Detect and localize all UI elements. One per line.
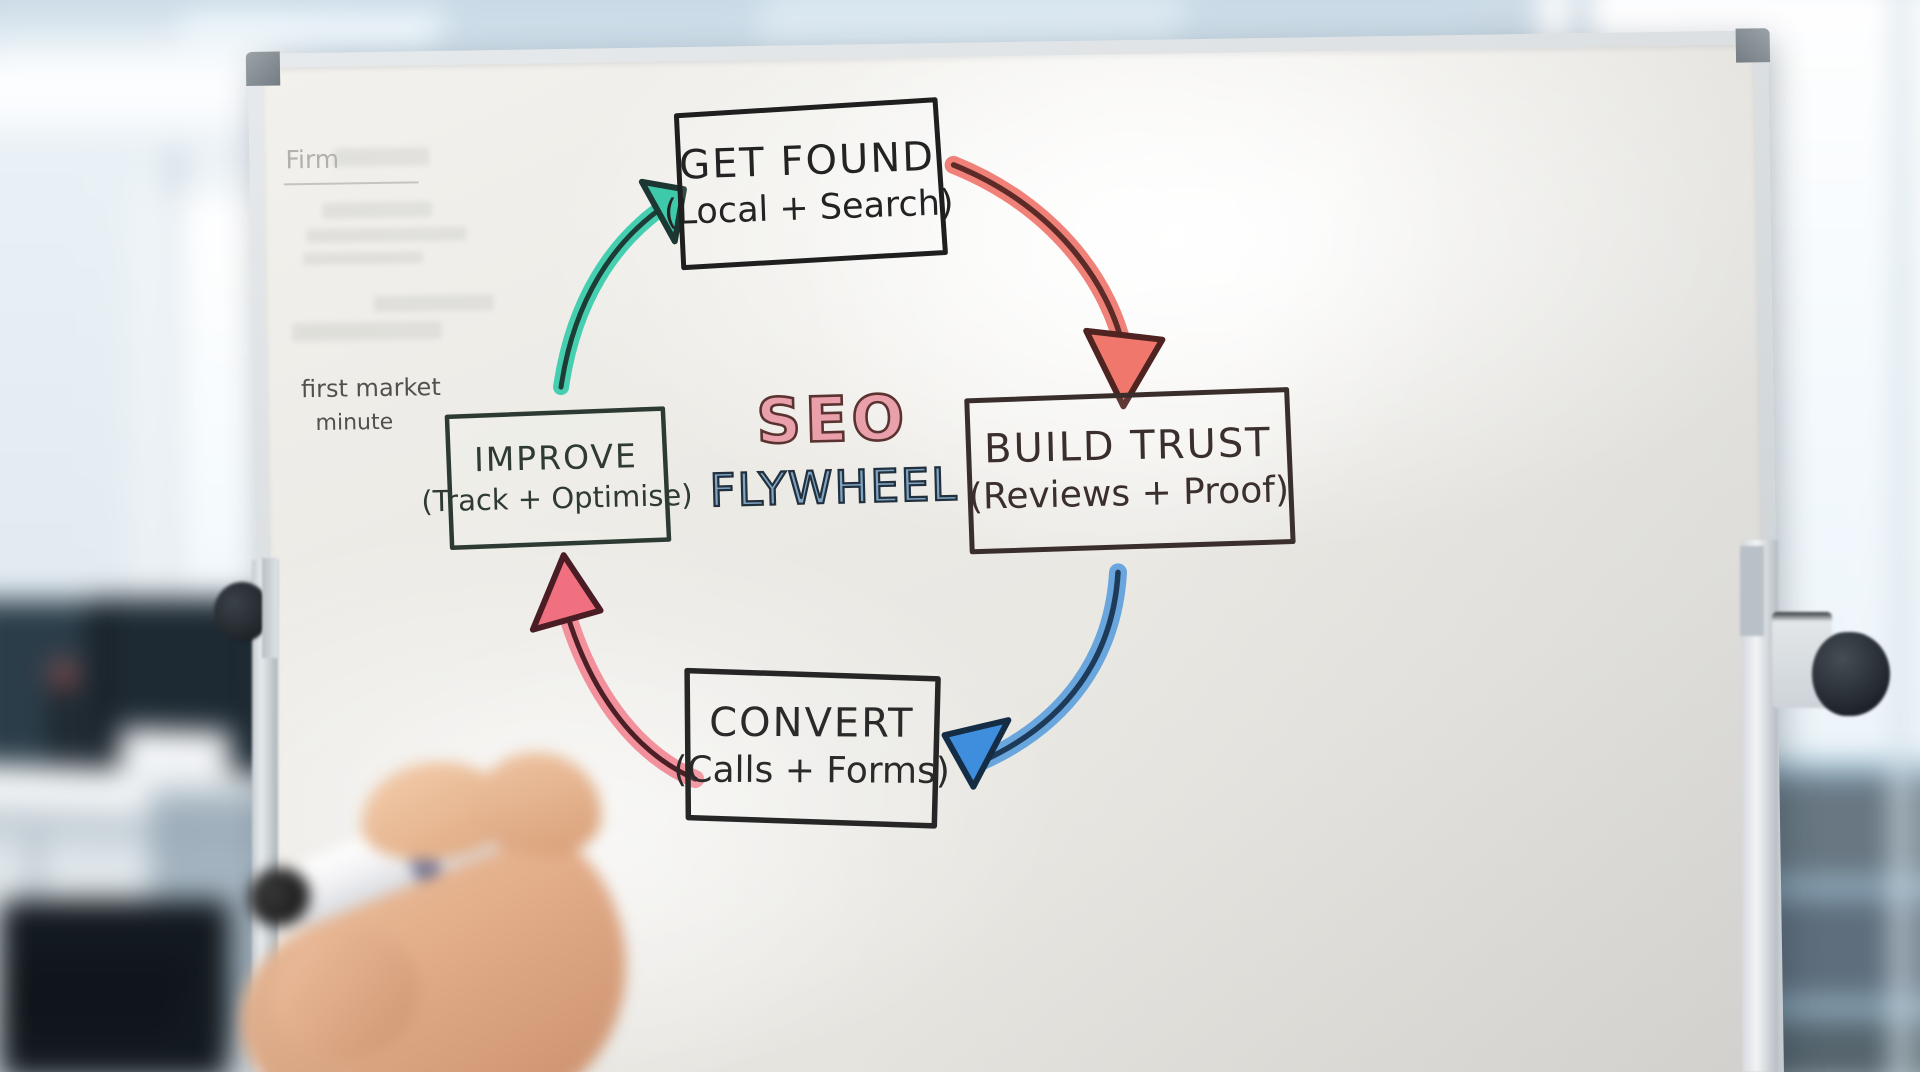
arrow-get-found-to-build-trust <box>944 155 1166 410</box>
erased-smudge <box>322 201 433 219</box>
node-build-trust[interactable]: BUILD TRUST (Reviews + Proof) <box>964 387 1296 555</box>
hand-with-marker <box>210 700 730 1072</box>
node-title: BUILD TRUST <box>983 419 1273 473</box>
title-flywheel: FLYWHEEL <box>708 456 960 518</box>
node-title: GET FOUND <box>678 133 936 189</box>
window-frame <box>1894 0 1910 1072</box>
node-title: CONVERT <box>709 699 915 747</box>
stand-knob-right-icon[interactable] <box>1812 632 1890 716</box>
erased-smudge <box>302 251 424 266</box>
frame-corner-top-left <box>245 51 281 87</box>
board-note-line-1: first market <box>300 373 441 404</box>
erased-note-heading: Firm <box>285 144 340 175</box>
erased-underline <box>283 181 419 186</box>
erased-smudge <box>373 294 494 313</box>
erased-smudge <box>333 147 430 167</box>
ceiling-light <box>172 10 448 50</box>
node-subtitle: (Track + Optimise) <box>421 477 693 519</box>
node-title: IMPROVE <box>473 436 639 480</box>
frame-corner-top-right <box>1735 28 1771 63</box>
node-subtitle: (Reviews + Proof) <box>968 469 1290 518</box>
chair-base <box>2 960 188 1030</box>
node-improve[interactable]: IMPROVE (Track + Optimise) <box>421 406 693 551</box>
stand-clip-left <box>262 558 278 658</box>
diagram-center-title: SEO FLYWHEEL <box>697 380 970 519</box>
stand-knob-left-icon[interactable] <box>214 582 270 642</box>
erased-smudge <box>306 226 467 244</box>
stand-clip-right <box>1740 546 1764 636</box>
bottle-cap <box>54 664 74 684</box>
node-subtitle: (Local + Search) <box>663 182 955 233</box>
board-note-line-2: minute <box>315 409 394 436</box>
title-seo: SEO <box>754 380 910 460</box>
arrow-build-trust-to-convert <box>941 563 1128 790</box>
erased-smudge <box>292 320 443 342</box>
water-bottle <box>52 678 76 774</box>
ceiling-light <box>0 58 279 120</box>
node-get-found[interactable]: GET FOUND (Local + Search) <box>663 97 954 271</box>
